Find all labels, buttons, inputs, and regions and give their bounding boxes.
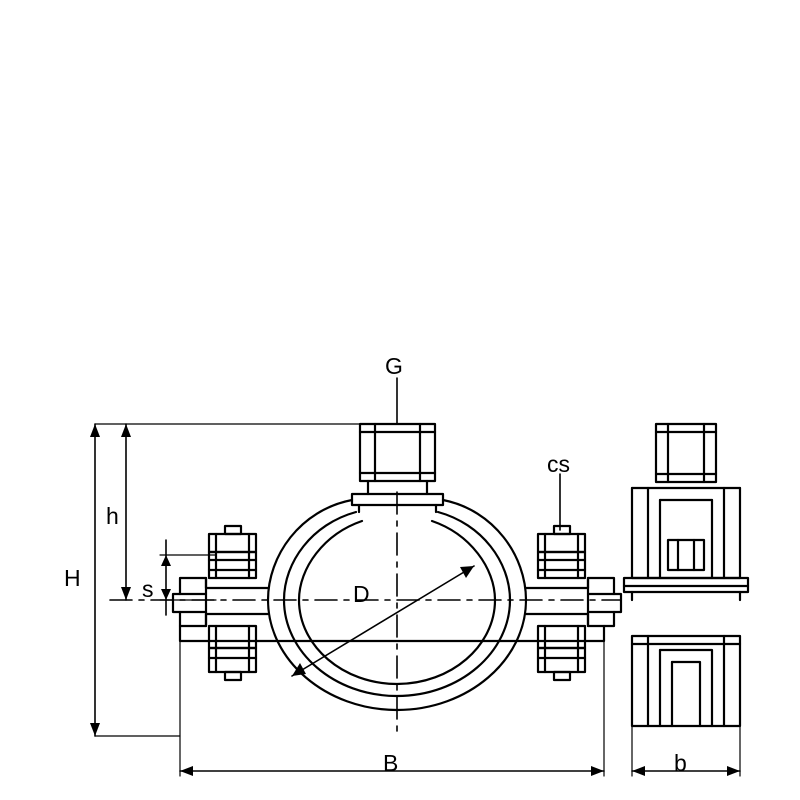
side-view-lower	[630, 634, 742, 728]
label-s: s	[142, 576, 154, 602]
clamp-liner-ring	[297, 519, 497, 686]
clamp-base-strap	[178, 624, 606, 643]
dimension-s	[161, 539, 171, 616]
label-cs: cs	[547, 451, 570, 477]
screw-left-upper	[207, 524, 258, 580]
screw-right-upper	[536, 524, 587, 580]
label-H: H	[64, 565, 81, 591]
label-G: G	[385, 353, 403, 379]
clamp-band-inner	[282, 510, 512, 698]
clamp-top-collar	[350, 492, 445, 514]
dimension-b	[631, 725, 741, 777]
side-view-upper	[622, 422, 750, 602]
front-view	[171, 422, 623, 712]
label-h: h	[106, 503, 119, 529]
dimension-h	[121, 423, 131, 601]
clamp-ear-left	[171, 576, 270, 628]
dimension-B	[179, 640, 605, 777]
dimension-H	[90, 423, 100, 737]
label-B: B	[383, 750, 399, 776]
hex-nut-top	[358, 422, 437, 496]
dimension-lines	[90, 377, 741, 777]
label-b: b	[674, 750, 687, 776]
screw-left-lower	[207, 624, 258, 682]
clamp-ear-right	[524, 576, 623, 628]
label-D: D	[353, 581, 370, 607]
dimension-D	[291, 565, 475, 677]
screw-right-lower	[536, 624, 587, 682]
